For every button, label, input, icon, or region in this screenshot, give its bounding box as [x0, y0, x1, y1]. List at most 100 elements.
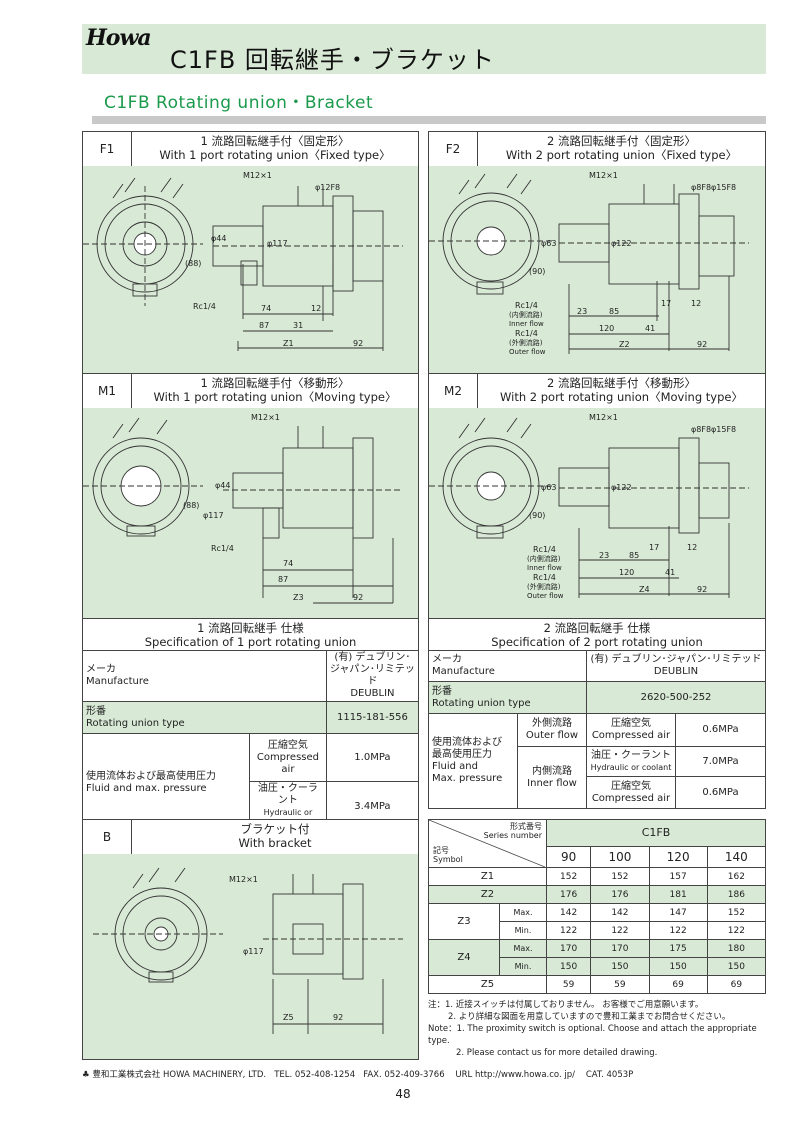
- spec1-type-value: 1115-181-556: [325, 701, 420, 734]
- f1-title-jp: 1 流路回転継手付〈固定形〉: [200, 134, 350, 148]
- f2-outer-paren: (外側流路): [509, 338, 543, 347]
- footer-fax: FAX. 052-409-3766: [363, 1070, 445, 1080]
- f2-dim-phi15f8: φ15F8: [711, 183, 736, 192]
- m2-rc-inner: Rc1/4: [533, 545, 556, 554]
- f2-dim-m12: M12×1: [589, 171, 618, 180]
- spec2-air1-value: 0.6MPa: [675, 713, 766, 747]
- size-120: 120: [648, 845, 708, 869]
- m2-title-jp: 2 流路回転継手付〈移動形〉: [547, 376, 696, 390]
- f1-header: F1 1 流路回転継手付〈固定形〉With 1 port rotating un…: [83, 132, 418, 167]
- spec2-title-en: Specification of 2 port rotating union: [491, 635, 703, 649]
- note-en-1: Note：1. The proximity switch is optional…: [428, 1024, 757, 1046]
- howa-logo: Howa: [86, 25, 152, 51]
- f1-dim-92: 92: [353, 339, 363, 348]
- m2-header: M2 2 流路回転継手付〈移動形〉With 2 port rotating un…: [429, 373, 765, 409]
- m1-dim-92: 92: [353, 593, 363, 602]
- page-number: 48: [395, 1087, 411, 1101]
- m2-rc-outer: Rc1/4: [533, 573, 556, 582]
- m2-inner-flow: Inner flow: [527, 564, 562, 572]
- m1-code: M1: [83, 374, 132, 408]
- f2-dim-phi63: φ63: [541, 239, 556, 248]
- divider-bar: [92, 116, 766, 124]
- f2-outer-flow: Outer flow: [509, 348, 546, 356]
- spec1-title-jp: 1 流路回転継手 仕様: [197, 621, 304, 635]
- f1-dim-88: (88): [185, 259, 201, 268]
- m2-dim-m12: M12×1: [589, 413, 618, 422]
- b-title-jp: ブラケット付: [240, 822, 310, 836]
- f2-dim-phi122: φ122: [611, 239, 632, 248]
- f1-dim-z1: Z1: [283, 339, 294, 348]
- f1-dim-87: 87: [259, 321, 269, 330]
- f2-dim-92: 92: [697, 340, 707, 349]
- note-en-2: 2. Please contact us for more detailed d…: [456, 1048, 658, 1058]
- m1-dim-phi44: φ44: [215, 481, 230, 490]
- header-band: [82, 24, 766, 74]
- f2-drawing-svg: M12×1 φ8F8 φ15F8 φ63 φ122 (90) Rc1/4 (内側…: [429, 171, 749, 356]
- b-title-en: With bracket: [238, 836, 312, 850]
- note-jp-2: 2. より詳細な図面を用意していますので豊和工業までお問合せください。: [448, 1012, 731, 1022]
- f2-drawing: M12×1 φ8F8 φ15F8 φ63 φ122 (90) Rc1/4 (内側…: [429, 166, 765, 373]
- size-140: 140: [706, 845, 767, 869]
- spec2-air2-value: 0.6MPa: [675, 776, 766, 809]
- b-drawing-svg: M12×1 φ117 Z5 92: [93, 867, 403, 1034]
- spec2-title: 2 流路回転継手 仕様 Specification of 2 port rota…: [429, 618, 765, 650]
- company-logo-icon: ♣: [82, 1070, 90, 1080]
- f2-title-en: With 2 port rotating union〈Fixed type〉: [505, 148, 738, 162]
- m2-dim-120: 120: [619, 568, 634, 577]
- f1-dim-31: 31: [293, 321, 303, 330]
- spec1-title: 1 流路回転継手 仕様 Specification of 1 port rota…: [83, 618, 418, 650]
- m2-title-en: With 2 port rotating union〈Moving type〉: [500, 390, 743, 404]
- m2-dim-41: 41: [665, 568, 675, 577]
- spec1-title-en: Specification of 1 port rotating union: [144, 635, 357, 649]
- f1-dim-phi12f8: φ12F8: [315, 183, 340, 192]
- f2-dim-17: 17: [661, 299, 671, 308]
- f2-code: F2: [429, 132, 478, 166]
- m1-drawing: M12×1 φ44 φ117 (88) Rc1/4 74 87 Z3 92: [83, 408, 418, 618]
- f1-dim-phi44: φ44: [211, 234, 226, 243]
- m2-dim-phi122: φ122: [611, 483, 632, 492]
- f2-inner-paren: (内側流路): [509, 310, 543, 319]
- notes: 注：1. 近接スイッチは付属しておりません。 お客様でご用意願います。 2. よ…: [428, 999, 766, 1059]
- footer-tel: TEL. 052-408-1254: [274, 1070, 356, 1080]
- f1-dim-74: 74: [261, 304, 271, 313]
- f1-dim-m12: M12×1: [243, 171, 272, 180]
- spec2-type-value: 2620-500-252: [586, 681, 766, 714]
- m1-drawing-svg: M12×1 φ44 φ117 (88) Rc1/4 74 87 Z3 92: [83, 413, 403, 604]
- m2-dim-z4: Z4: [639, 585, 650, 594]
- m2-dim-phi15f8: φ15F8: [711, 425, 736, 434]
- b-drawing: M12×1 φ117 Z5 92: [83, 854, 418, 1059]
- size-100: 100: [590, 845, 650, 869]
- f2-dim-41: 41: [645, 324, 655, 333]
- m2-outer-paren: (外側流路): [527, 582, 561, 591]
- f1-drawing: M12×1 φ12F8 φ44 φ117 (88) Rc1/4 74 12 87…: [83, 166, 418, 373]
- size-90: 90: [545, 845, 592, 869]
- m2-drawing-svg: M12×1 φ8F8 φ15F8 φ63 φ122 (90) Rc1/4 (内側…: [429, 413, 749, 600]
- f1-dim-phi117: φ117: [267, 239, 288, 248]
- footer-url[interactable]: URL http://www.howa.co. jp/: [455, 1070, 576, 1080]
- m1-dim-m12: M12×1: [251, 413, 280, 422]
- f2-rc-inner: Rc1/4: [515, 301, 538, 310]
- f2-dim-120: 120: [599, 324, 614, 333]
- m1-dim-rc14: Rc1/4: [211, 544, 234, 553]
- m2-dim-92: 92: [697, 585, 707, 594]
- m2-inner-paren: (内側流路): [527, 554, 561, 563]
- f2-inner-flow: Inner flow: [509, 320, 544, 328]
